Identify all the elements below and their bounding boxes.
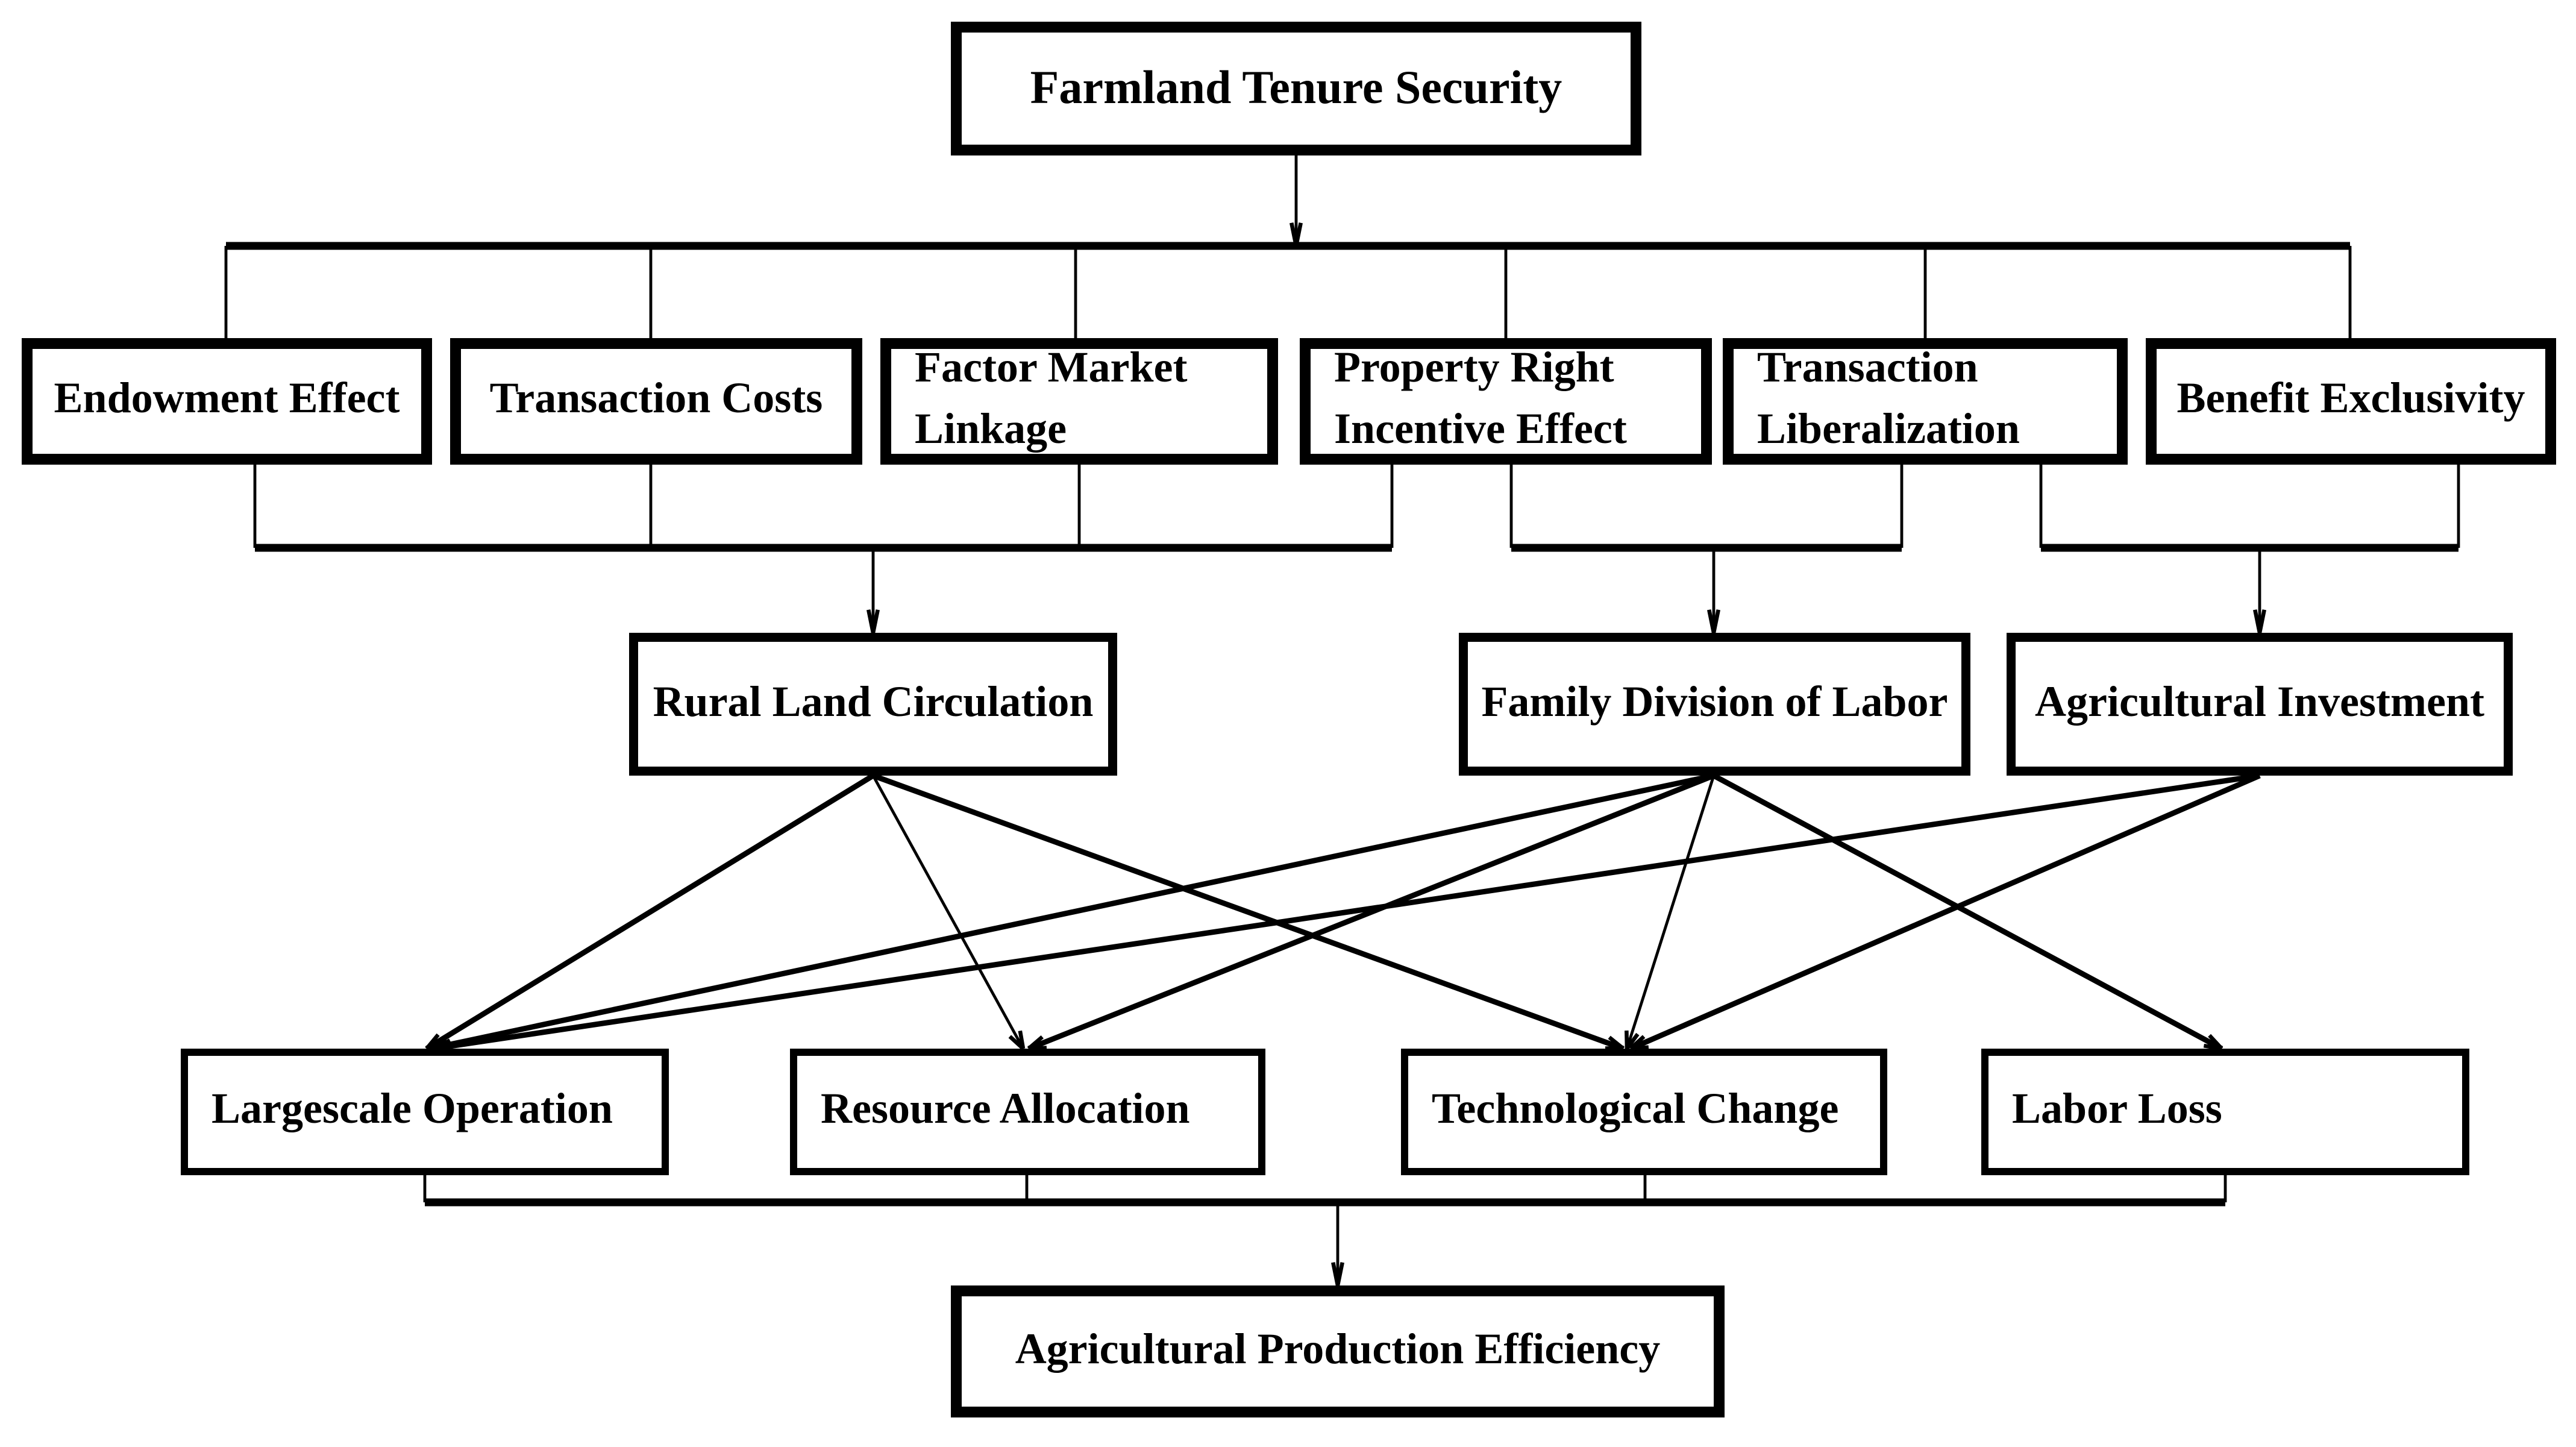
node-transaction-liberalization: Transaction Liberalization (1723, 338, 2128, 465)
arrowhead-barb2-agricultural-investment-to-technological-change (1629, 1035, 1646, 1050)
node-endowment-effect: Endowment Effect (22, 338, 432, 465)
node-farmland-tenure-security: Farmland Tenure Security (951, 22, 1641, 155)
node-transaction-costs: Transaction Costs (450, 338, 862, 465)
arrowhead-barb2-rail-to-family-division-of-labor (1707, 609, 1716, 633)
arrowhead-barb2-rural-land-circulation-to-technological-change (1605, 1046, 1624, 1051)
arrowhead-barb2-family-division-of-labor-to-technological-change (1625, 1030, 1629, 1049)
node-agricultural-production-efficiency: Agricultural Production Efficiency (951, 1285, 1725, 1417)
arrowhead-barb2-rural-land-circulation-to-resource-allocation (1008, 1035, 1025, 1050)
arrow-shaft-rural-land-circulation-to-largescale-operation (425, 773, 875, 1051)
node-benefit-exclusivity: Benefit Exclusivity (2146, 338, 2556, 465)
arrowhead-barb2-rail-to-agricultural-investment (2253, 609, 2262, 633)
arrow-shaft-agricultural-investment-to-technological-change (1629, 773, 2261, 1052)
node-property-right-incentive-effect: Property Right Incentive Effect (1300, 338, 1712, 465)
arrow-shaft-family-division-of-labor-to-technological-change (1625, 775, 1716, 1049)
arrowhead-barb2-agricultural-investment-to-largescale-operation (433, 1038, 451, 1050)
arrow-shaft-family-division-of-labor-to-resource-allocation (1027, 773, 1715, 1052)
arrow-shaft-agricultural-investment-to-largescale-operation (433, 773, 2260, 1052)
node-technological-change: Technological Change (1401, 1049, 1887, 1175)
node-largescale-operation: Largescale Operation (181, 1049, 669, 1175)
node-labor-loss: Labor Loss (1981, 1049, 2469, 1175)
arrowhead-barb2-family-division-of-labor-to-resource-allocation (1027, 1035, 1044, 1050)
node-rural-land-circulation: Rural Land Circulation (629, 633, 1117, 776)
arrowhead-barb2-rail-to-agricultural-production-efficiency (1331, 1262, 1340, 1286)
arrowhead-barb2-rail-to-rural-land-circulation (867, 609, 876, 633)
arrow-shaft-rural-land-circulation-to-technological-change (872, 773, 1625, 1052)
arrowhead-barb2-rural-land-circulation-to-largescale-operation (425, 1033, 440, 1050)
arrowhead-barb2-family-division-of-labor-to-labor-loss (2203, 1043, 2222, 1051)
node-resource-allocation: Resource Allocation (790, 1049, 1265, 1175)
node-factor-market-linkage: Factor Market Linkage (880, 338, 1278, 465)
arrow-shaft-family-division-of-labor-to-labor-loss (1712, 773, 2223, 1051)
arrow-shaft-rural-land-circulation-to-resource-allocation (871, 774, 1025, 1050)
arrow-shaft-family-division-of-labor-to-largescale-operation (430, 773, 1714, 1052)
node-agricultural-investment: Agricultural Investment (2007, 633, 2513, 776)
node-family-division-of-labor: Family Division of Labor (1459, 633, 1970, 776)
arrowhead-barb2-tenure-security-to-rail (1290, 222, 1299, 246)
arrowhead-barb2-family-division-of-labor-to-largescale-operation (429, 1037, 447, 1050)
